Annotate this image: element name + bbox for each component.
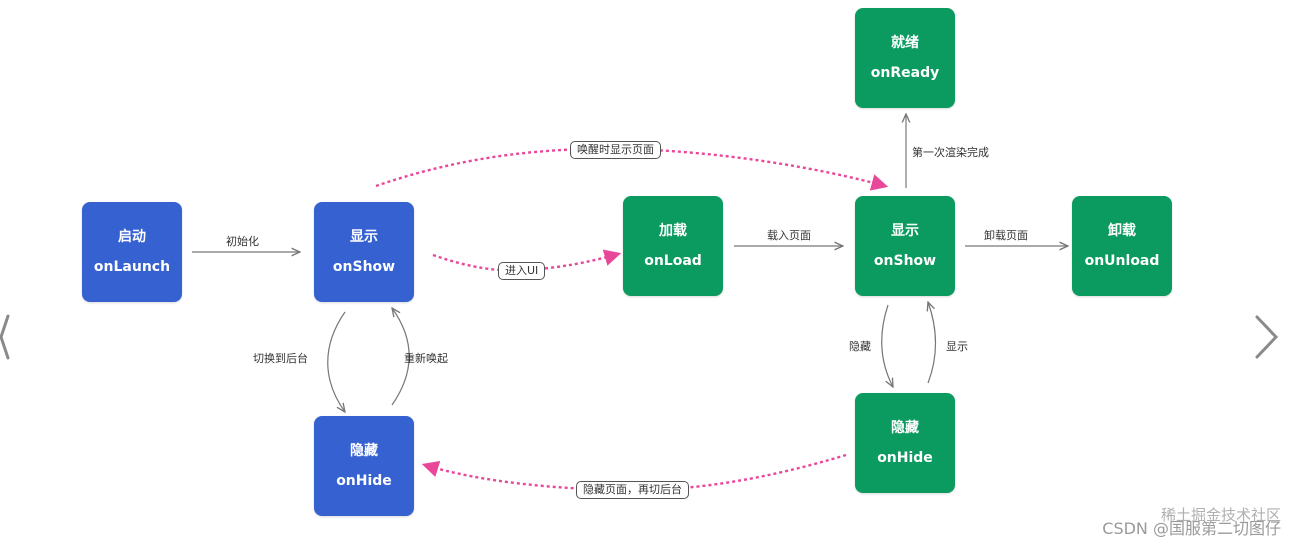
node-onlaunch-zh: 启动 <box>118 229 146 245</box>
node-onhide-app: 隐藏 onHide <box>314 416 414 516</box>
label-unload-page: 卸载页面 <box>984 229 1028 242</box>
label-show: 显示 <box>946 340 968 353</box>
node-onshow-app: 显示 onShow <box>314 202 414 302</box>
label-reawaken: 重新唤起 <box>404 352 448 365</box>
node-onready-en: onReady <box>870 65 940 81</box>
watermark: 稀土掘金技术社区 CSDN @国服第二切图仔 <box>1102 506 1281 539</box>
label-load-page: 载入页面 <box>767 229 811 242</box>
label-hide: 隐藏 <box>849 340 871 353</box>
edge-hide-page-background <box>421 453 847 492</box>
label-hide-page-background: 隐藏页面，再切后台 <box>576 481 689 499</box>
node-onhide-app-zh: 隐藏 <box>350 443 378 459</box>
node-onhide-app-en: onHide <box>336 473 392 489</box>
node-onshow-page-zh: 显示 <box>891 223 919 239</box>
node-onshow-app-zh: 显示 <box>350 229 378 245</box>
node-onlaunch-en: onLaunch <box>93 259 171 275</box>
node-onshow-page: 显示 onShow <box>855 196 955 296</box>
node-onready: 就绪 onReady <box>855 8 955 108</box>
edge-to-background <box>327 311 345 412</box>
node-onhide-page-en: onHide <box>877 450 933 466</box>
node-onshow-page-en: onShow <box>873 253 937 269</box>
edge-enter-ui <box>432 249 622 272</box>
edge-hide <box>881 304 893 387</box>
label-first-render-done: 第一次渲染完成 <box>912 146 989 159</box>
label-to-background: 切换到后台 <box>253 352 308 365</box>
node-onload-zh: 加载 <box>659 223 687 239</box>
label-enter-ui: 进入UI <box>498 262 546 280</box>
label-wake-show-page: 唤醒时显示页面 <box>570 141 661 159</box>
edge-reawaken <box>392 308 410 406</box>
node-onlaunch: 启动 onLaunch <box>82 202 182 302</box>
watermark-csdn: CSDN @国服第二切图仔 <box>1102 519 1281 538</box>
node-onload: 加载 onLoad <box>623 196 723 296</box>
node-onunload-en: onUnload <box>1084 253 1160 269</box>
node-onload-en: onLoad <box>644 253 702 269</box>
node-onready-zh: 就绪 <box>891 35 919 51</box>
node-onhide-page: 隐藏 onHide <box>855 393 955 493</box>
chevron-left-icon[interactable] <box>0 314 10 360</box>
node-onshow-app-en: onShow <box>332 259 396 275</box>
chevron-right-icon[interactable] <box>1254 314 1280 360</box>
node-onhide-page-zh: 隐藏 <box>891 420 919 436</box>
node-onunload: 卸载 onUnload <box>1072 196 1172 296</box>
node-onunload-zh: 卸载 <box>1108 223 1136 239</box>
watermark-juejin: 稀土掘金技术社区 <box>1160 506 1281 524</box>
edge-show <box>928 302 937 384</box>
label-init: 初始化 <box>226 235 259 248</box>
